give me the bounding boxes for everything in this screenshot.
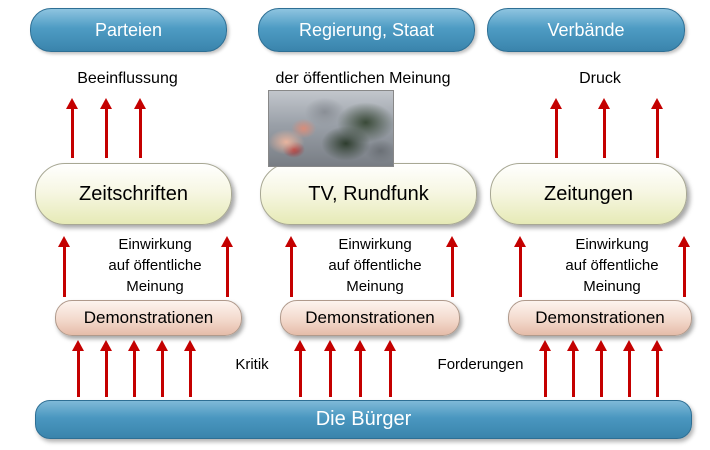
box-demonstrationen-center: Demonstrationen: [280, 300, 460, 336]
up-arrow-icon: [127, 340, 141, 397]
up-arrow-icon: [597, 98, 611, 158]
box-die-buerger: Die Bürger: [35, 400, 692, 439]
label-forderungen: Forderungen: [437, 356, 524, 373]
up-arrow-icon: [549, 98, 563, 158]
box-demonstrationen-left: Demonstrationen: [55, 300, 242, 336]
box-tv-rundfunk: TV, Rundfunk: [260, 163, 477, 225]
up-arrow-icon: [155, 340, 169, 397]
label-beeinflussung: Beeinflussung: [77, 70, 178, 87]
up-arrow-icon: [284, 236, 298, 297]
up-arrow-icon: [99, 340, 113, 397]
up-arrow-icon: [71, 340, 85, 397]
up-arrow-icon: [220, 236, 234, 297]
up-arrow-icon: [538, 340, 552, 397]
label-der-oeffentlichen-meinung: der öffentlichen Meinung: [275, 70, 451, 87]
up-arrow-icon: [57, 236, 71, 297]
box-zeitschriften: Zeitschriften: [35, 163, 232, 225]
up-arrow-icon: [445, 236, 459, 297]
up-arrow-icon: [650, 98, 664, 158]
up-arrow-icon: [566, 340, 580, 397]
einwirkung-label-center: Einwirkung auf öffentliche Meinung: [328, 236, 422, 295]
up-arrow-icon: [383, 340, 397, 397]
up-arrow-icon: [677, 236, 691, 297]
box-regierung-staat: Regierung, Staat: [258, 8, 475, 52]
up-arrow-icon: [133, 98, 147, 158]
einwirkung-label-left: Einwirkung auf öffentliche Meinung: [108, 236, 202, 295]
box-verbaende: Verbände: [487, 8, 685, 52]
up-arrow-icon: [293, 340, 307, 397]
einwirkung-label-right: Einwirkung auf öffentliche Meinung: [565, 236, 659, 295]
protest-crowd-photo: [268, 90, 394, 167]
up-arrow-icon: [99, 98, 113, 158]
up-arrow-icon: [183, 340, 197, 397]
up-arrow-icon: [650, 340, 664, 397]
up-arrow-icon: [323, 340, 337, 397]
box-demonstrationen-right: Demonstrationen: [508, 300, 692, 336]
up-arrow-icon: [65, 98, 79, 158]
up-arrow-icon: [622, 340, 636, 397]
box-parteien: Parteien: [30, 8, 227, 52]
up-arrow-icon: [513, 236, 527, 297]
label-druck: Druck: [579, 70, 621, 87]
label-kritik: Kritik: [235, 356, 269, 373]
up-arrow-icon: [353, 340, 367, 397]
box-zeitungen: Zeitungen: [490, 163, 687, 225]
up-arrow-icon: [594, 340, 608, 397]
